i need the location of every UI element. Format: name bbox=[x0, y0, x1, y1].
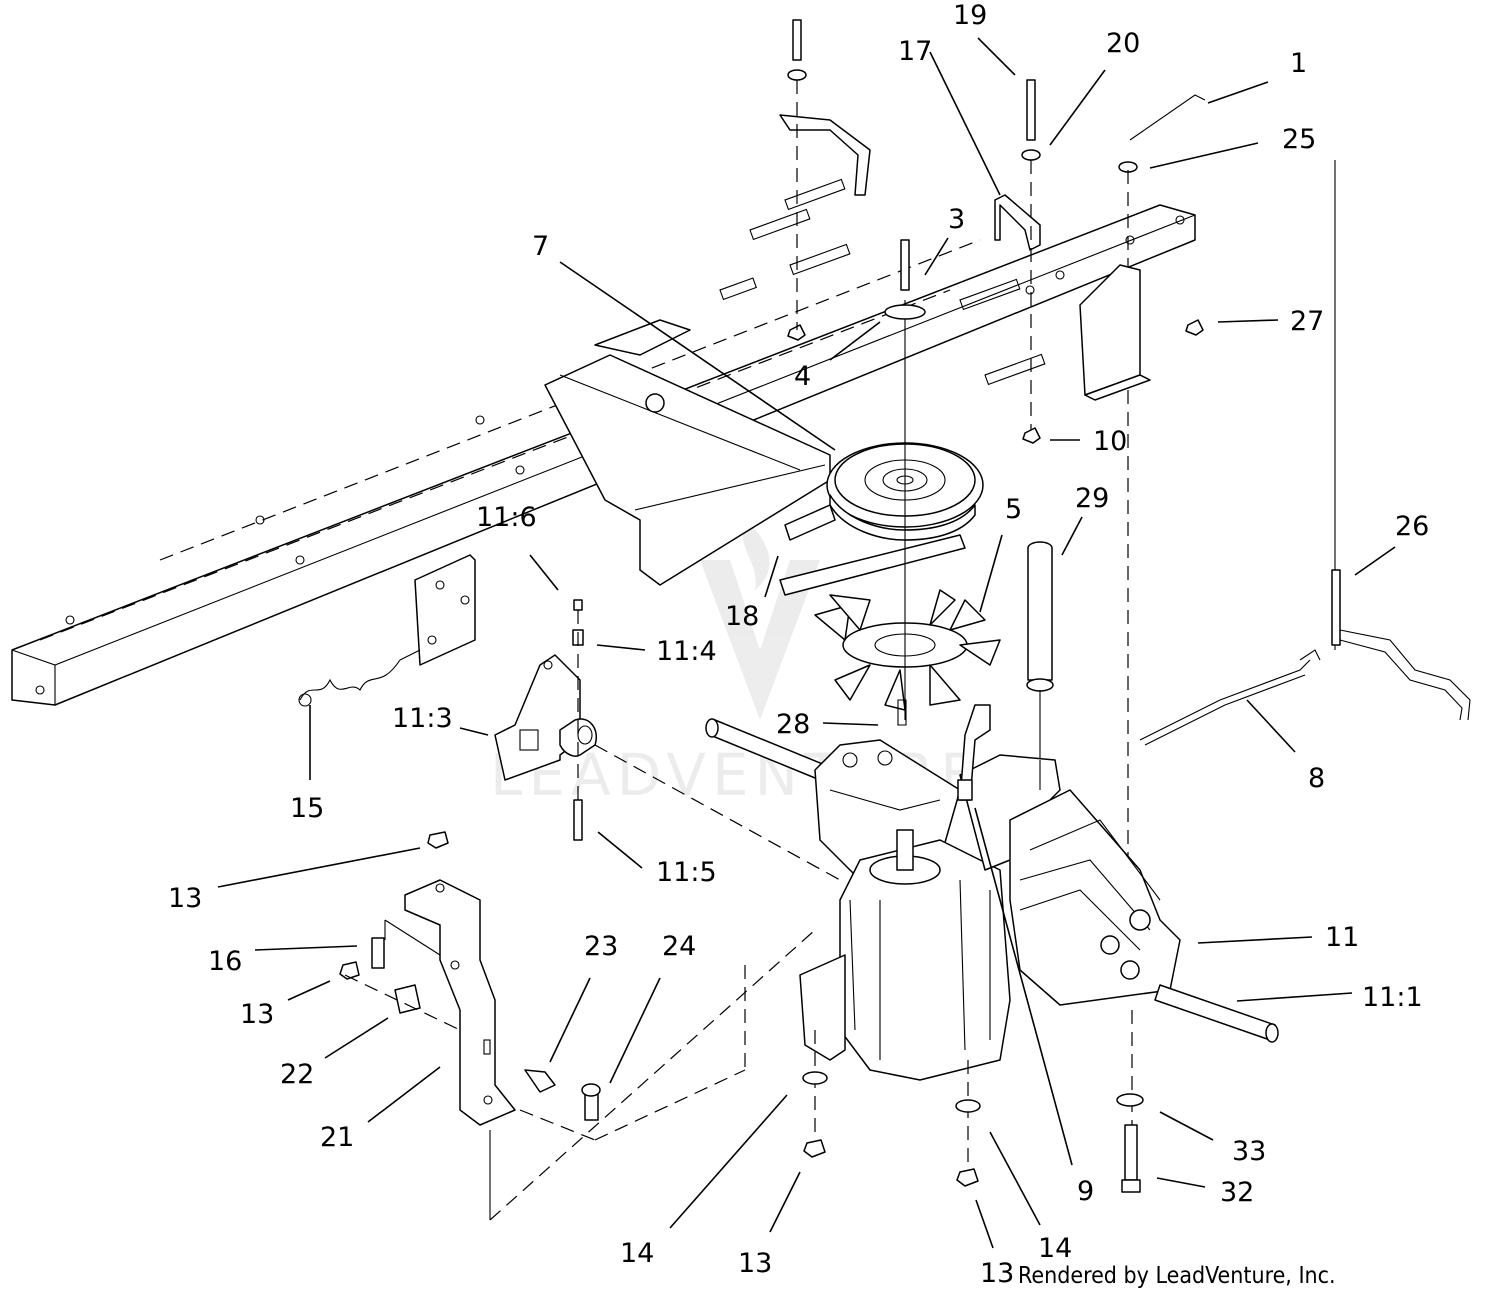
cross-member bbox=[544, 319, 831, 586]
callout-33: 33 bbox=[1232, 1136, 1266, 1167]
callout-13-a: 13 bbox=[168, 883, 202, 914]
callout-21: 21 bbox=[320, 1122, 354, 1153]
transaxle-11 bbox=[705, 699, 1279, 1081]
mount-bracket-21 bbox=[384, 879, 516, 1126]
callout-13-b: 13 bbox=[240, 999, 274, 1030]
callout-11-1: 11:1 bbox=[1362, 982, 1423, 1013]
callout-29: 29 bbox=[1075, 483, 1109, 514]
callout-28: 28 bbox=[776, 709, 810, 740]
callout-32: 32 bbox=[1220, 1177, 1254, 1208]
pivot-bracket bbox=[414, 554, 476, 666]
callout-13-c: 13 bbox=[738, 1248, 772, 1279]
belt-18 bbox=[779, 504, 966, 596]
spring-15 bbox=[298, 649, 421, 707]
callout-7: 7 bbox=[532, 231, 549, 262]
callout-15: 15 bbox=[290, 793, 324, 824]
callout-17: 17 bbox=[898, 36, 932, 67]
callout-1: 1 bbox=[1290, 48, 1307, 79]
callout-23: 23 bbox=[584, 931, 618, 962]
rendered-by-credit: Rendered by LeadVenture, Inc. bbox=[1018, 1263, 1336, 1289]
linkage-8 bbox=[1139, 649, 1321, 746]
control-rod-26 bbox=[1331, 160, 1471, 721]
callout-26: 26 bbox=[1395, 511, 1429, 542]
callout-11-6: 11:6 bbox=[476, 502, 537, 533]
callout-20: 20 bbox=[1106, 28, 1140, 59]
callout-3: 3 bbox=[948, 204, 965, 235]
callout-18: 18 bbox=[725, 601, 759, 632]
callout-5: 5 bbox=[1005, 494, 1022, 525]
callout-11-3: 11:3 bbox=[392, 703, 453, 734]
mount-bracket bbox=[1079, 264, 1204, 401]
callout-14-b: 14 bbox=[1038, 1233, 1072, 1264]
callout-19: 19 bbox=[953, 0, 987, 31]
leader-lines bbox=[217, 37, 1396, 1249]
tube-29 bbox=[1026, 541, 1054, 790]
callout-11-5: 11:5 bbox=[656, 857, 717, 888]
hardware-lower-left bbox=[339, 831, 816, 1221]
callout-4: 4 bbox=[794, 361, 811, 392]
callout-27: 27 bbox=[1290, 306, 1324, 337]
callout-14-a: 14 bbox=[620, 1238, 654, 1269]
callout-22: 22 bbox=[280, 1059, 314, 1090]
callout-11: 11 bbox=[1325, 922, 1359, 953]
callout-25: 25 bbox=[1282, 124, 1316, 155]
callout-11-4: 11:4 bbox=[656, 636, 717, 667]
hardware-bottom bbox=[802, 1010, 1144, 1193]
watermark-logo bbox=[700, 520, 820, 720]
callout-13-d: 13 bbox=[980, 1258, 1014, 1289]
callout-labels: 1 25 19 20 17 3 4 7 27 10 29 5 18 26 8 1… bbox=[168, 0, 1429, 1289]
bracket-arm-11-3 bbox=[494, 599, 841, 881]
callout-16: 16 bbox=[208, 946, 242, 977]
hardware-top bbox=[779, 19, 1206, 920]
callout-8: 8 bbox=[1308, 763, 1325, 794]
callout-10: 10 bbox=[1093, 426, 1127, 457]
callout-9: 9 bbox=[1077, 1176, 1094, 1207]
callout-24: 24 bbox=[662, 931, 696, 962]
fan-5 bbox=[814, 589, 1001, 711]
